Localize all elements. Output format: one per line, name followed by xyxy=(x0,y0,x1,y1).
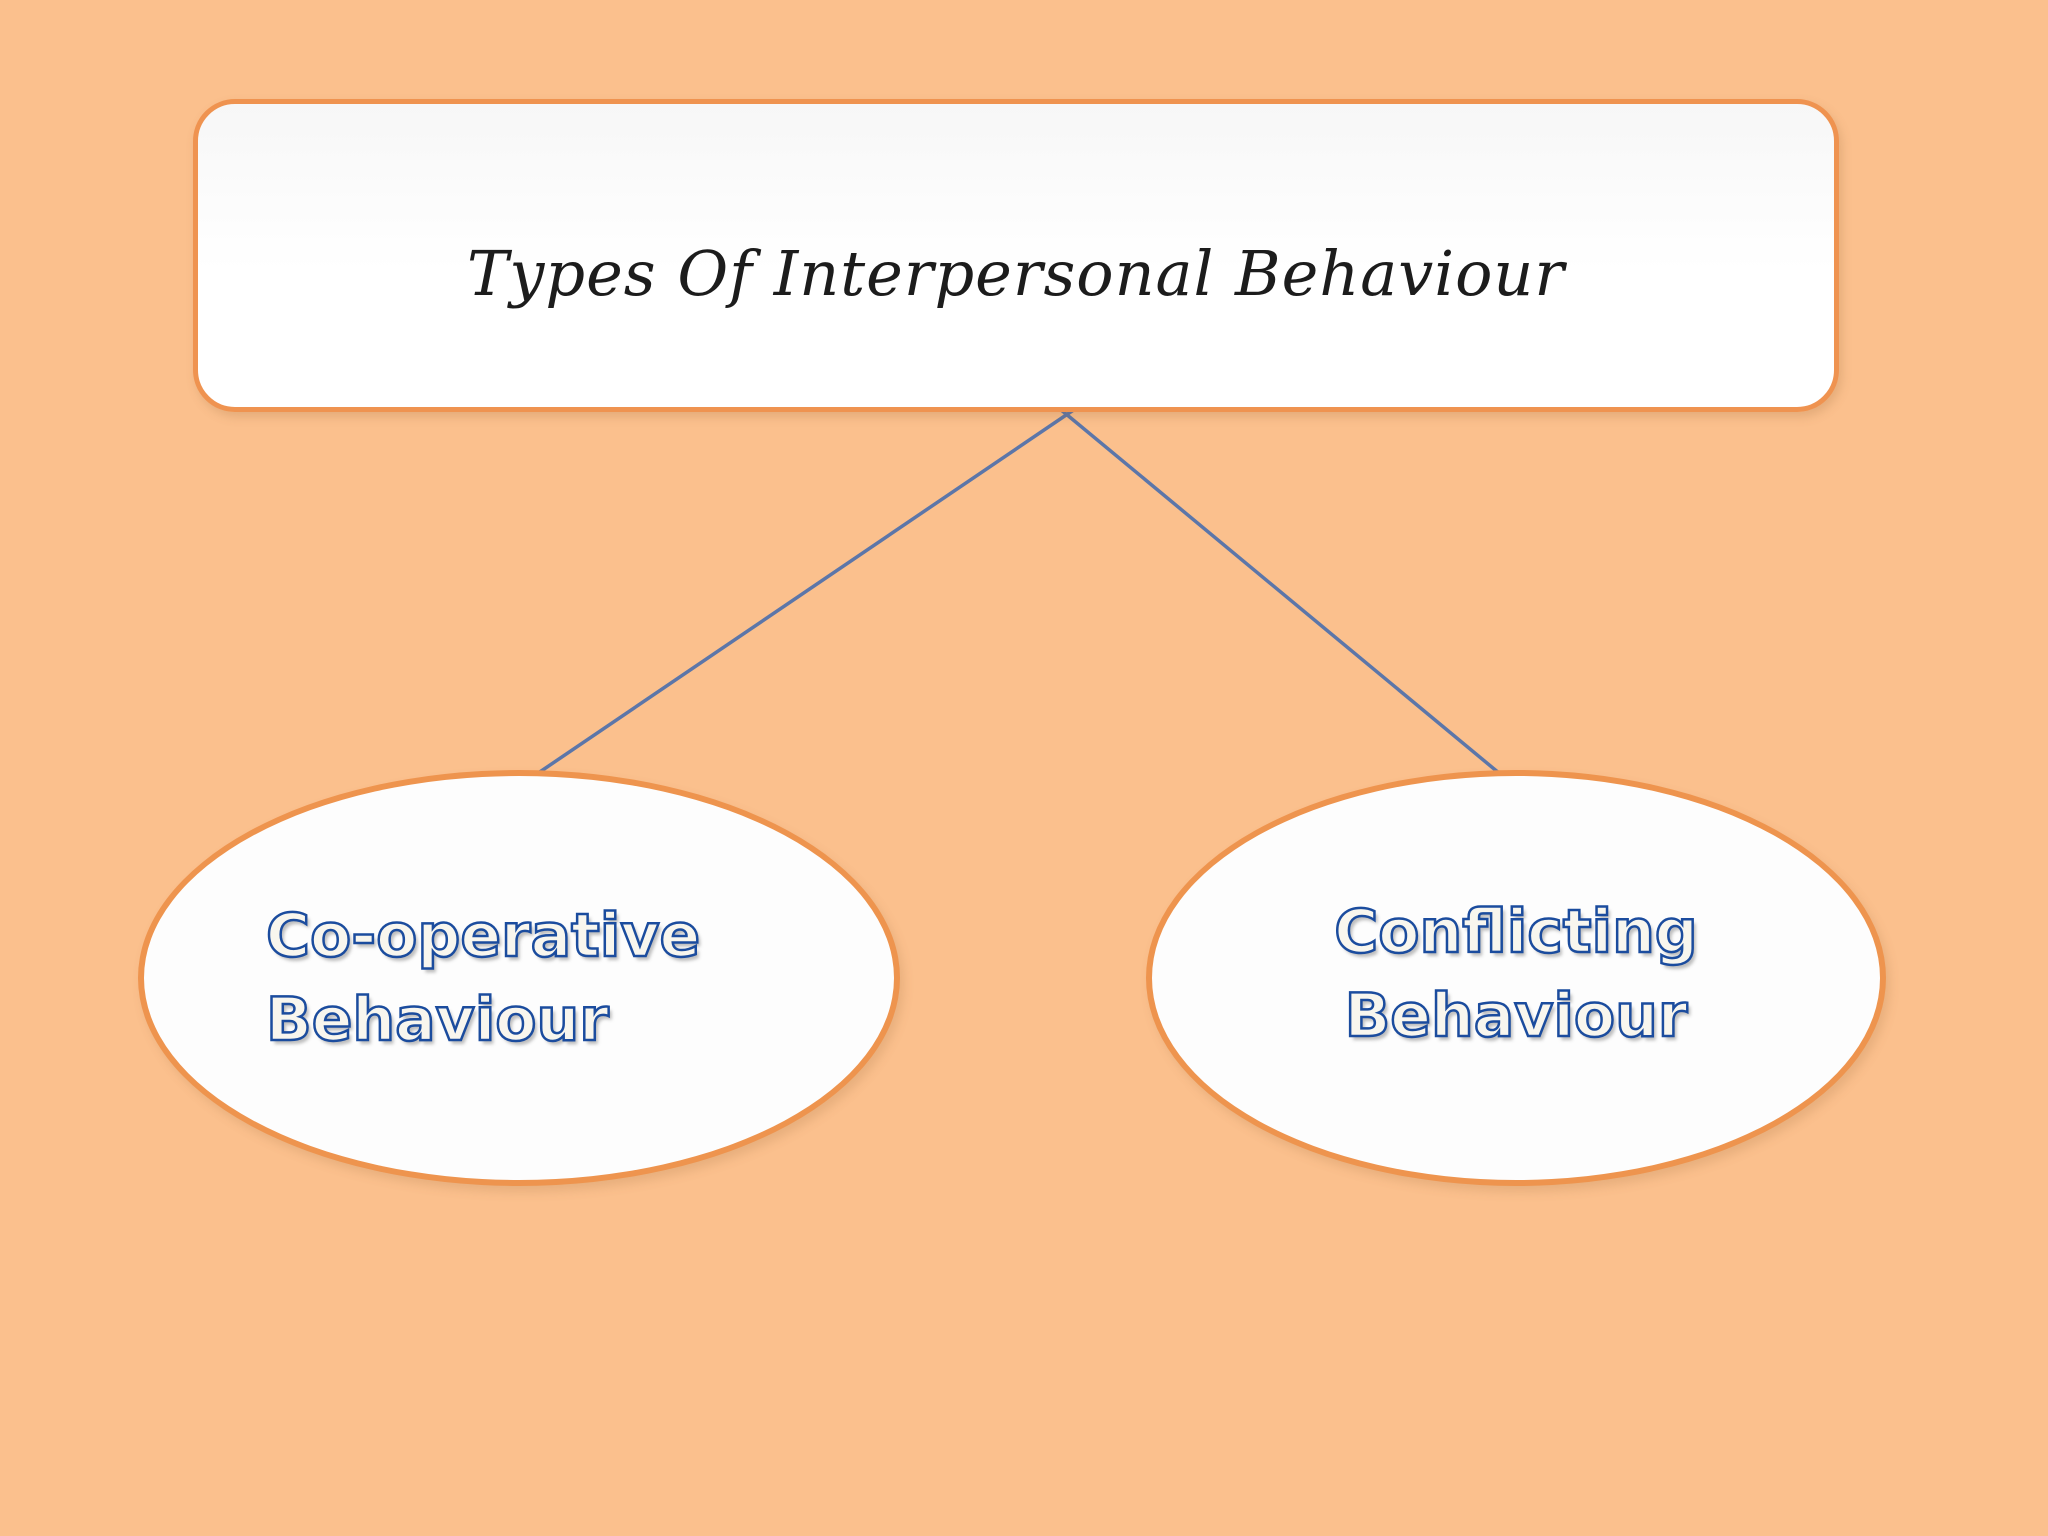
node-conflicting-label: Conflicting Behaviour xyxy=(1333,890,1699,1058)
connector-title-to-cooperative xyxy=(524,407,1076,784)
title-node: Types Of Interpersonal Behaviour xyxy=(193,99,1839,412)
node-cooperative-label-line2: Behaviour xyxy=(265,984,610,1057)
node-conflicting-behaviour: Conflicting Behaviour xyxy=(1146,770,1886,1186)
node-cooperative-behaviour: Co-operative Behaviour xyxy=(138,770,900,1186)
node-conflicting-label-line2: Behaviour xyxy=(1343,980,1688,1053)
node-cooperative-label-line1: Co-operative xyxy=(265,900,702,973)
node-cooperative-label: Co-operative Behaviour xyxy=(144,894,702,1062)
title-text: Types Of Interpersonal Behaviour xyxy=(467,237,1565,310)
node-conflicting-label-line1: Conflicting xyxy=(1333,896,1699,969)
connector-title-to-conflicting xyxy=(1058,407,1507,780)
